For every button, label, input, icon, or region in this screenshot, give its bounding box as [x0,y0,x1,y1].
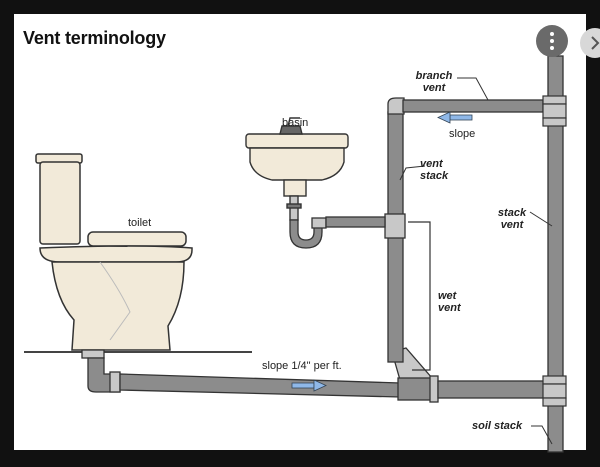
branch-slope-arrow [437,111,473,124]
toilet-base [51,261,185,351]
branch-vent-pipe [402,99,544,113]
chevron-right-icon [591,36,600,50]
page-title: Vent terminology [23,28,166,48]
basin-rim [245,133,349,149]
building-drain [437,380,549,399]
drain-slope-label: slope 1/4" per ft. [262,360,342,372]
horizontal-drain-pipe [119,373,401,398]
toilet-flange [81,349,105,359]
basin-label: basin [282,117,309,129]
wet-vent-bracket [408,221,431,371]
vent-elbow [387,97,405,115]
more-vertical-icon [550,32,554,36]
toilet-seat-lid [87,231,187,247]
drain-slope-arrow [291,379,327,392]
trap-arm [325,216,386,228]
stack-fitting-tee [542,103,567,119]
next-button[interactable] [580,28,600,58]
toilet-tank [39,161,81,245]
wet-vent-label: wet vent [438,290,461,314]
toilet-drawing [35,153,193,351]
leader-lines [399,77,553,445]
stack-fitting-drain-top [542,375,567,385]
stack-vent-label: stack vent [497,207,527,231]
basin-pedestal [283,179,307,197]
branch-vent-label: branch vent [415,70,453,94]
slope-label-branch: slope [449,128,476,140]
menu-button[interactable] [536,25,568,57]
p-trap [289,216,386,249]
basin-drawing [245,117,349,221]
stack-fitting-drain-bottom [542,397,567,407]
sanitary-tee [384,213,406,239]
basin-bowl [249,147,345,181]
stack-fitting-top [542,95,567,105]
toilet-bowl [39,245,193,263]
soil-stack-label: soil stack [472,420,523,432]
toilet-drain [81,349,121,393]
faucet [279,125,303,135]
stack-fitting-bottom [542,117,567,127]
stack-fitting-drain [542,383,567,399]
vent-stack-label: vent stack [420,158,449,182]
toilet-label: toilet [128,217,152,229]
